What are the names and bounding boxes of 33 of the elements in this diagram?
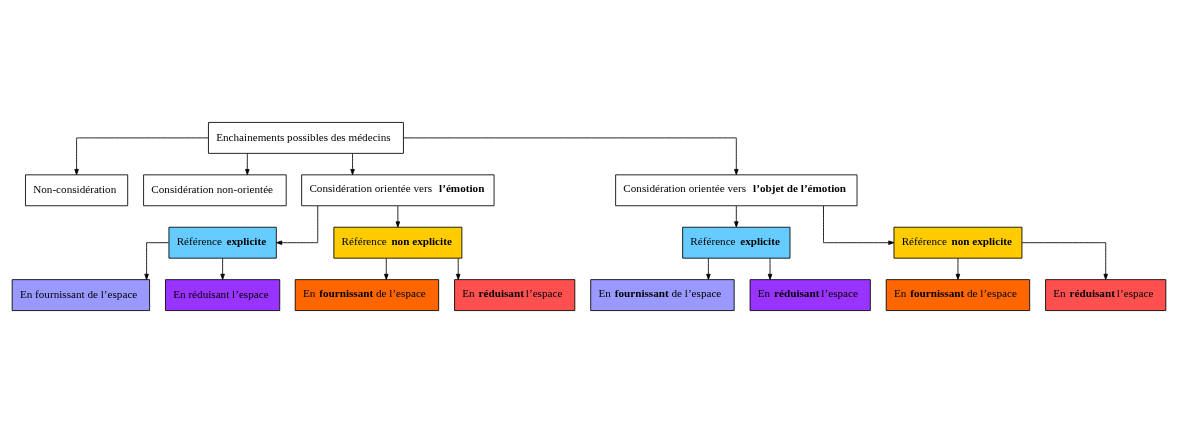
node-box: Référence explicite: [682, 226, 791, 259]
node-box: En réduisant l’espace: [749, 278, 871, 311]
arrow: [734, 205, 739, 227]
arrow: [706, 257, 711, 280]
node-box: Référence non explicite: [893, 226, 1023, 259]
node-box: Non-considération: [25, 173, 129, 206]
node-box: En fournissant de l’espace: [590, 278, 735, 311]
node-box: En réduisant l’espace: [165, 278, 281, 311]
arrow: [245, 152, 250, 175]
arrow: [767, 257, 773, 280]
arrow: [403, 136, 739, 175]
arrow: [276, 205, 319, 245]
node-box: Considération orientée vers l’émotion: [301, 173, 495, 206]
arrow: [384, 257, 389, 280]
node-box: En réduisant l’espace: [454, 278, 576, 311]
node-box: En fournissant de l’espace: [11, 278, 151, 311]
arrow: [350, 152, 355, 175]
arrow: [220, 257, 225, 280]
node-box: Enchainements possibles des médecins: [208, 121, 404, 154]
arrow: [1021, 241, 1108, 280]
node-box: Considération non-orientée: [143, 173, 287, 206]
node-box: Référence explicite: [168, 226, 277, 259]
node-box: En réduisant l’espace: [1045, 278, 1167, 311]
arrow: [144, 241, 169, 280]
arrow: [74, 136, 209, 175]
node-box: Référence non explicite: [333, 226, 463, 259]
arrow: [955, 257, 961, 280]
node-box: Considération orientée vers l’objet de l’émotion: [615, 173, 858, 206]
arrow: [456, 257, 461, 280]
node-box: En fournissant de l’espace: [885, 278, 1031, 311]
arrow: [823, 205, 895, 245]
node-box: En fournissant de l’espace: [294, 278, 440, 311]
arrow: [395, 205, 401, 227]
